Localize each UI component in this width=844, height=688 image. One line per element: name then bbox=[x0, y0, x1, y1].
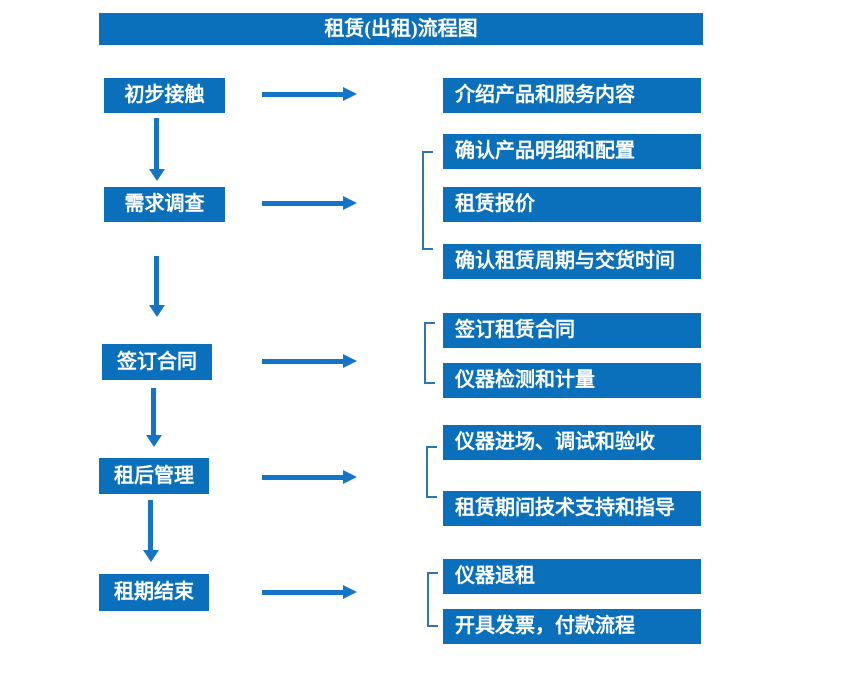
detail-box: 介绍产品和服务内容 bbox=[443, 78, 701, 113]
detail-box: 仪器进场、调试和验收 bbox=[443, 425, 701, 460]
arrow-head bbox=[343, 354, 357, 368]
down-arrow-icon bbox=[149, 256, 165, 317]
detail-box: 租赁期间技术支持和指导 bbox=[443, 491, 701, 526]
page-title: 租赁(出租)流程图 bbox=[99, 13, 703, 45]
right-arrow-icon bbox=[262, 470, 357, 484]
group-bracket bbox=[427, 572, 438, 627]
arrow-shaft bbox=[262, 92, 343, 97]
down-arrow-icon bbox=[149, 118, 165, 181]
right-arrow-icon bbox=[262, 196, 357, 210]
arrow-head bbox=[149, 169, 165, 181]
arrow-shaft bbox=[262, 201, 343, 206]
step-box-sign-contract: 签订合同 bbox=[102, 344, 212, 380]
group-bracket bbox=[426, 446, 437, 498]
right-arrow-icon bbox=[262, 87, 357, 101]
detail-box: 签订租赁合同 bbox=[443, 313, 701, 348]
arrow-head bbox=[343, 470, 357, 484]
detail-box: 仪器检测和计量 bbox=[443, 363, 701, 398]
arrow-shaft bbox=[151, 388, 156, 436]
group-bracket bbox=[424, 322, 435, 384]
down-arrow-icon bbox=[143, 500, 159, 562]
arrow-shaft bbox=[262, 590, 343, 595]
arrow-head bbox=[146, 435, 162, 447]
right-arrow-icon bbox=[262, 354, 357, 368]
arrow-shaft bbox=[262, 475, 343, 480]
arrow-shaft bbox=[148, 500, 153, 551]
step-box-post-rental-management: 租后管理 bbox=[99, 458, 209, 494]
group-bracket bbox=[422, 151, 433, 250]
arrow-shaft bbox=[262, 359, 343, 364]
detail-box: 确认租赁周期与交货时间 bbox=[443, 244, 701, 279]
arrow-head bbox=[143, 550, 159, 562]
arrow-shaft bbox=[154, 118, 159, 170]
detail-box: 租赁报价 bbox=[443, 187, 701, 222]
arrow-shaft bbox=[154, 256, 159, 306]
arrow-head bbox=[149, 305, 165, 317]
detail-box: 仪器退租 bbox=[443, 559, 701, 594]
step-box-demand-survey: 需求调查 bbox=[104, 187, 225, 222]
detail-box: 开具发票，付款流程 bbox=[443, 609, 701, 644]
detail-box: 确认产品明细和配置 bbox=[443, 134, 701, 169]
down-arrow-icon bbox=[146, 388, 162, 447]
arrow-head bbox=[343, 87, 357, 101]
step-box-initial-contact: 初步接触 bbox=[104, 78, 225, 113]
right-arrow-icon bbox=[262, 585, 357, 599]
step-box-lease-end: 租期结束 bbox=[99, 574, 209, 611]
arrow-head bbox=[343, 585, 357, 599]
arrow-head bbox=[343, 196, 357, 210]
